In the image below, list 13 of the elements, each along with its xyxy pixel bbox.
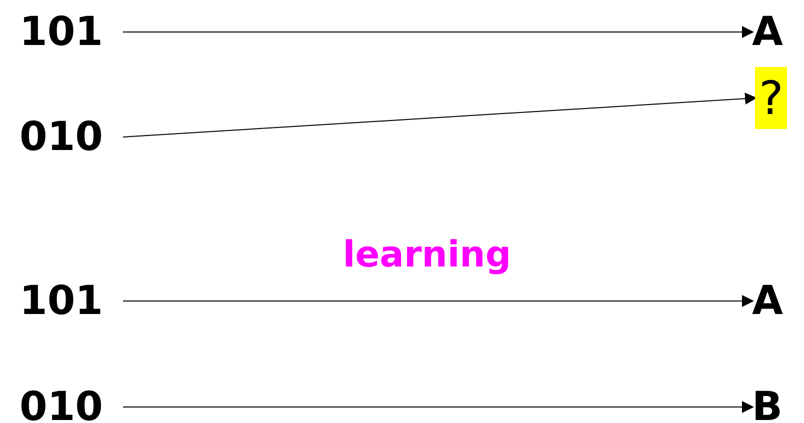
output-class: A [752, 281, 783, 321]
output-class: B [752, 387, 782, 423]
input-code: 010 [20, 387, 103, 423]
arrow [122, 295, 754, 307]
caption-text: learning [342, 234, 512, 276]
arrow [122, 26, 754, 38]
highlighted-output: ? [755, 67, 788, 129]
input-code: 101 [20, 281, 103, 321]
input-code: 010 [20, 117, 103, 157]
arrow [122, 401, 754, 413]
input-code: 101 [20, 12, 103, 52]
output-class: A [752, 12, 783, 52]
arrow [122, 92, 757, 138]
